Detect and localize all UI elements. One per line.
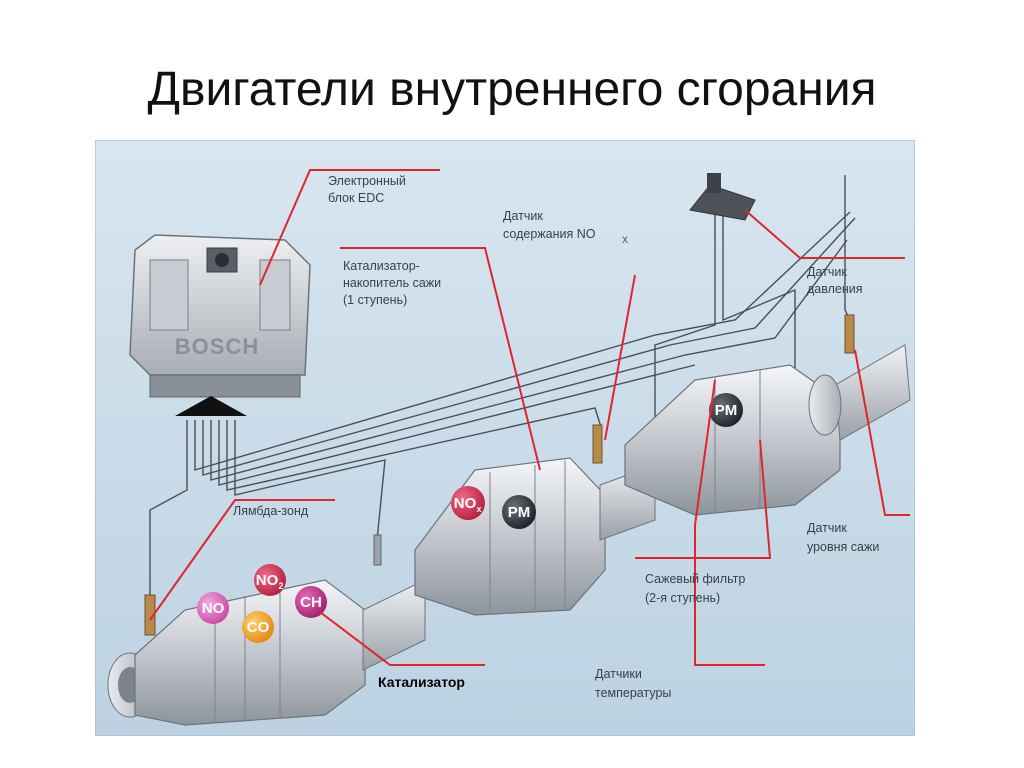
- badge-nox: NO x: [451, 486, 485, 520]
- signal-wires: [149, 175, 856, 595]
- svg-text:PM: PM: [715, 402, 738, 419]
- svg-text:Лямбда-зонд: Лямбда-зонд: [233, 504, 309, 518]
- svg-text:Датчики: Датчики: [595, 667, 642, 681]
- label-soot-level: Датчик уровня сажи: [807, 521, 879, 554]
- pipe-segment: [362, 579, 426, 671]
- svg-text:Электронный: Электронный: [328, 174, 406, 188]
- pressure-sensor: [689, 173, 756, 221]
- svg-text:Датчик: Датчик: [807, 265, 847, 279]
- nox-sensor: [592, 424, 603, 464]
- brand-logo: BOSCH: [175, 334, 259, 359]
- svg-text:X: X: [622, 235, 628, 245]
- badge-co: CO: [242, 611, 274, 643]
- badge-no2: NO 2: [254, 564, 286, 596]
- svg-text:Датчик: Датчик: [503, 209, 543, 223]
- badge-pm-2: PM: [709, 393, 743, 427]
- temperature-sensor: [373, 534, 382, 566]
- tail-pipe: [808, 344, 911, 441]
- label-pressure-sensor: Датчик давления: [807, 265, 863, 296]
- slide-title: Двигатели внутреннего сгорания: [147, 63, 877, 116]
- svg-text:NO: NO: [454, 495, 477, 512]
- lambda-probe: [144, 594, 156, 636]
- up-arrow-icon: [175, 396, 247, 416]
- svg-text:(2-я ступень): (2-я ступень): [645, 591, 720, 605]
- label-edc: Электронный блок EDC: [328, 174, 406, 205]
- svg-text:Сажевый фильтр: Сажевый фильтр: [645, 572, 745, 586]
- svg-text:Катализатор-: Катализатор-: [343, 259, 420, 273]
- leader-lines: [149, 169, 910, 666]
- badge-no: NO: [197, 592, 229, 624]
- svg-text:(1 ступень): (1 ступень): [343, 293, 407, 307]
- label-soot-storage: Катализатор- накопитель сажи (1 ступень): [343, 259, 441, 307]
- svg-text:блок EDC: блок EDC: [328, 191, 384, 205]
- particulate-filter: [624, 364, 841, 516]
- edc-control-unit: BOSCH: [129, 234, 311, 398]
- svg-text:CO: CO: [247, 619, 270, 636]
- label-particulate-filter: Сажевый фильтр (2-я ступень): [645, 572, 745, 605]
- label-lambda: Лямбда-зонд: [233, 504, 309, 518]
- svg-text:2: 2: [278, 581, 283, 591]
- svg-text:давления: давления: [807, 282, 863, 296]
- svg-text:Датчик: Датчик: [807, 521, 847, 535]
- svg-text:накопитель сажи: накопитель сажи: [343, 276, 441, 290]
- badge-ch: CH: [295, 586, 327, 618]
- svg-text:NO: NO: [202, 600, 225, 617]
- label-nox-sensor: Датчик содержания NO X: [503, 209, 628, 245]
- svg-text:x: x: [476, 504, 481, 514]
- svg-text:CH: CH: [300, 594, 322, 611]
- svg-text:уровня сажи: уровня сажи: [807, 540, 879, 554]
- svg-text:содержания NO: содержания NO: [503, 227, 596, 241]
- label-catalyst: Катализатор: [378, 674, 465, 690]
- exhaust-system-diagram: BOSCH: [95, 140, 915, 736]
- label-temperature-sensors: Датчики температуры: [595, 667, 671, 700]
- svg-text:PM: PM: [508, 504, 531, 521]
- badge-pm-1: PM: [502, 495, 536, 529]
- svg-text:температуры: температуры: [595, 686, 671, 700]
- svg-text:NO: NO: [256, 572, 279, 589]
- svg-text:Катализатор: Катализатор: [378, 674, 465, 690]
- rear-sensor: [844, 314, 855, 354]
